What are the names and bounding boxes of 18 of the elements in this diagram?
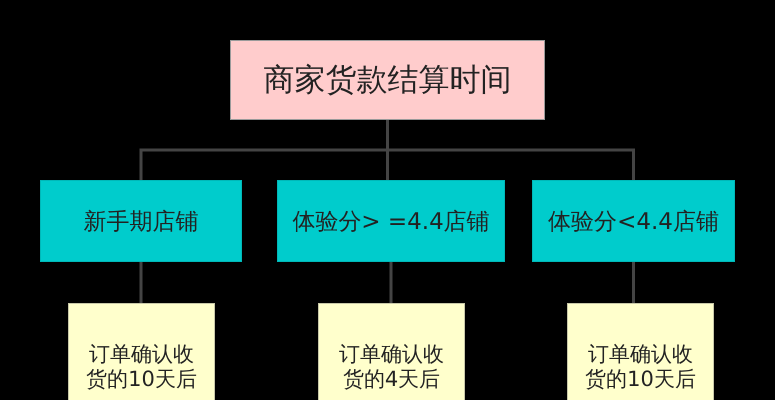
connector-line [390,262,392,303]
category-box [532,180,735,262]
result-text: 订单确认收货的10天后 [86,342,198,392]
result-box [318,303,465,400]
connector-line [632,262,635,303]
title-box [230,40,545,120]
result-box [567,303,714,400]
category-label: 新手期店铺 [84,208,198,236]
result-text: 订单确认收货的10天后 [584,342,696,392]
title-text: 商家货款结算时间 [264,61,512,100]
connector-line [386,120,635,180]
result-text: 订单确认收货的4天后 [338,342,445,392]
category-box [40,180,242,262]
category-label: 体验分<4.4店铺 [548,208,719,236]
category-box [277,180,505,262]
result-box [68,303,215,400]
category-label: 体验分> =4.4店铺 [292,208,490,236]
connector-line [140,262,142,303]
